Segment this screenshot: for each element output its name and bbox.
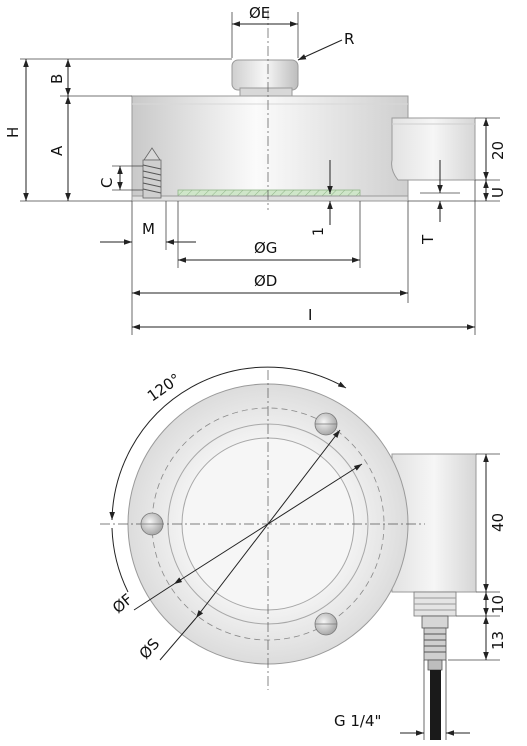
connector-housing-side	[391, 117, 476, 181]
mounting-hole-upper-right	[314, 412, 338, 436]
dim-h-label: H	[4, 127, 22, 138]
dim-dia-d-label: ØD	[254, 272, 277, 290]
dim-forty-label: 40	[489, 513, 507, 532]
thread-g-quarter-label: G 1/4"	[334, 712, 381, 730]
dim-ten-label: 10	[489, 595, 507, 614]
dim-dia-e-label: ØE	[249, 4, 270, 22]
angle-120-label: 120°	[144, 370, 184, 405]
dim-dia-g-label: ØG	[254, 239, 277, 257]
dim-c-label: C	[98, 178, 116, 188]
dim-a-label: A	[48, 145, 66, 156]
dim-b-label: B	[48, 74, 66, 84]
dim-r-label: R	[344, 30, 354, 48]
dim-m-label: M	[142, 220, 155, 238]
dim-t-label: T	[419, 234, 437, 245]
dim-dia-s-label: ØS	[136, 635, 164, 663]
side-view: ØE R H B A C M ØG ØD I 1	[4, 4, 507, 335]
dim-thirteen-label: 13	[489, 631, 507, 650]
dim-twenty-label: 20	[489, 141, 507, 160]
mounting-screw	[142, 147, 162, 199]
top-view: 120° ØF ØS 40 10 13 G 1/4"	[100, 366, 507, 740]
cylindrical-body	[131, 95, 409, 202]
cable	[430, 670, 441, 740]
dim-dia-f-label: ØF	[109, 590, 136, 617]
mounting-hole-lower-right	[314, 612, 338, 636]
mounting-hole-left	[140, 512, 164, 536]
load-button	[231, 59, 299, 97]
dim-i-label: I	[308, 306, 312, 324]
dim-u-label: U	[489, 187, 507, 198]
dim-one-label: 1	[311, 227, 327, 236]
cable-gland	[421, 615, 449, 671]
